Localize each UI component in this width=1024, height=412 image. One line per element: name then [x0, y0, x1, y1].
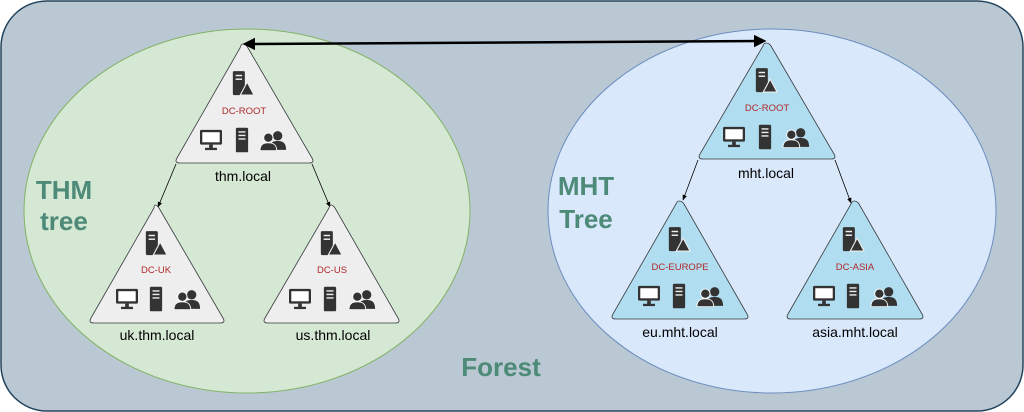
edge-thm-root-uk: [157, 163, 177, 208]
dc-label: DC-ASIA: [836, 262, 875, 273]
dc-label: DC-EUROPE: [651, 262, 708, 273]
domain-label-mht-root: mht.local: [738, 165, 794, 181]
domain-node-mht-asia: DC-ASIA: [786, 200, 924, 320]
domain-label-mht-eu: eu.mht.local: [642, 324, 717, 340]
forest-title: Forest: [461, 352, 541, 382]
edge-thm-root-us: [311, 163, 331, 208]
dc-label: DC-US: [317, 265, 347, 276]
server-icon: [672, 283, 686, 309]
trust-link-arrow: [242, 34, 767, 51]
server-icon: [846, 283, 860, 309]
thm-tree-title-line1: THM: [36, 175, 92, 205]
edge-mht-root-asia: [834, 159, 852, 204]
domain-label-thm-root: thm.local: [215, 168, 271, 184]
tree-edges: [157, 159, 852, 208]
domain-nodes: DC-ROOT DC-UK DC-US DC-ROOT: [89, 42, 924, 324]
domain-node-thm-uk: DC-UK: [89, 204, 225, 324]
server-icon: [235, 127, 249, 153]
edge-mht-root-eu: [682, 159, 699, 201]
domain-label-mht-asia: asia.mht.local: [812, 324, 898, 340]
domain-label-thm-us: us.thm.local: [296, 327, 371, 343]
server-icon: [149, 286, 163, 312]
mht-tree-title-line1: MHT: [558, 171, 614, 201]
dc-label: DC-UK: [141, 265, 172, 276]
domain-label-thm-uk: uk.thm.local: [120, 327, 195, 343]
server-icon: [758, 124, 772, 150]
mht-tree-title-line2: Tree: [559, 204, 613, 234]
dc-label: DC-ROOT: [745, 103, 790, 114]
domain-node-mht-eu: DC-EUROPE: [611, 200, 749, 320]
domain-node-thm-us: DC-US: [263, 204, 400, 324]
thm-tree-title-line2: tree: [40, 206, 88, 236]
server-icon: [323, 286, 337, 312]
dc-label: DC-ROOT: [222, 106, 267, 117]
